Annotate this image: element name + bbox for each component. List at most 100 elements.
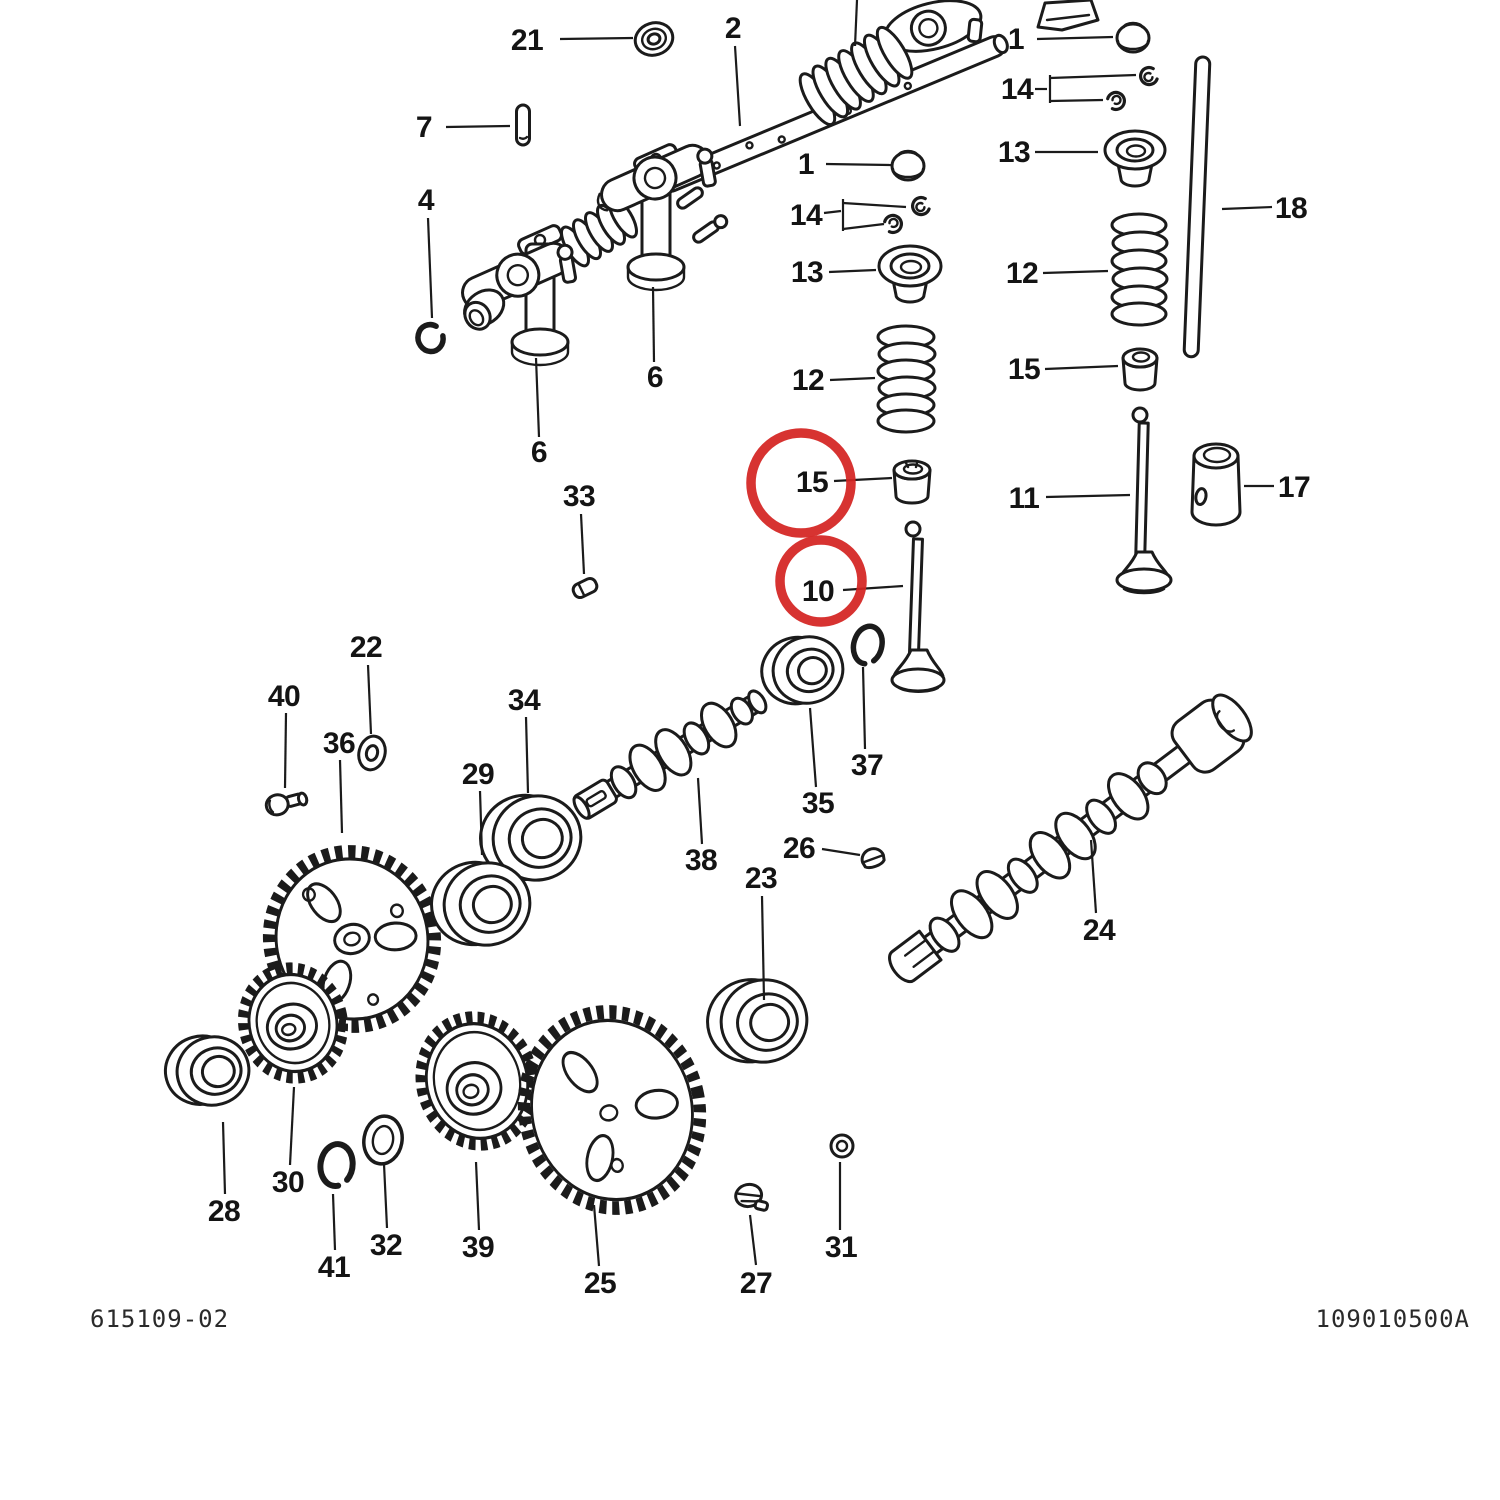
- part-label-38: 38: [685, 844, 717, 877]
- part-31-nut: [829, 1133, 855, 1159]
- part-10-valve: [890, 520, 946, 693]
- part-label-30: 30: [272, 1166, 304, 1199]
- part-label-18: 18: [1275, 192, 1307, 225]
- part-label-24: 24: [1083, 914, 1116, 947]
- callout-leader-6: [651, 286, 656, 363]
- part-label-4: 4: [418, 184, 435, 217]
- part-label-41: 41: [318, 1251, 350, 1284]
- callout-leader-34: [524, 716, 530, 794]
- callout-leader-11: [1045, 493, 1131, 499]
- part-label-13: 13: [791, 256, 823, 289]
- callout-leader-41: [331, 1193, 337, 1251]
- part-label-7: 7: [416, 111, 432, 144]
- highlight-circle-part-15: [746, 428, 856, 538]
- part-21-washer: [633, 21, 675, 57]
- callout-leader-35: [808, 707, 818, 788]
- part-label-31: 31: [825, 1231, 857, 1264]
- callout-leader-33: [579, 513, 586, 575]
- part-label-29: 29: [462, 758, 494, 791]
- part-label-6: 6: [531, 436, 547, 469]
- part-label-13: 13: [998, 136, 1030, 169]
- part-7-pin: [515, 103, 531, 147]
- part-adjuster-bolt-b: [692, 214, 729, 244]
- callout-leader-26: [821, 847, 861, 857]
- part-33-key: [571, 576, 599, 600]
- part-rocker-arm-top: [883, 0, 984, 53]
- part-14-keepers-mid: [883, 195, 931, 234]
- part-11-valve: [1115, 406, 1173, 595]
- part-label-10: 10: [802, 575, 834, 608]
- stray-leader-line: [853, 0, 859, 47]
- part-28-bearing: [163, 1034, 251, 1107]
- part-label-1: 1: [798, 148, 814, 181]
- callout-leader-21: [559, 36, 634, 41]
- callout-leader-14: [842, 222, 885, 231]
- part-34-bearing: [479, 793, 583, 882]
- part-label-27: 27: [740, 1267, 772, 1300]
- part-label-36: 36: [323, 727, 355, 760]
- footer-left-code: 615109-02: [90, 1305, 229, 1333]
- callout-leader-23: [760, 895, 766, 1001]
- callout-leader-38: [696, 777, 704, 845]
- part-40-bolt: [264, 791, 309, 817]
- part-15-cup-right: [1121, 347, 1159, 392]
- part-label-14: 14: [790, 199, 823, 232]
- part-label-12: 12: [792, 364, 824, 397]
- part-14-keepers-right: [1106, 65, 1159, 111]
- part-15-cup-mid: [892, 459, 932, 505]
- callout-leader-14: [842, 201, 907, 209]
- part-17-guide: [1190, 442, 1242, 527]
- callout-leader-15: [1044, 364, 1119, 371]
- part-37-snap-ring: [850, 623, 885, 667]
- part-label-37: 37: [851, 749, 883, 782]
- callout-leader-14: [823, 209, 842, 215]
- part-30-gear: [237, 962, 349, 1084]
- callout-leader-32: [382, 1163, 389, 1229]
- part-retainer-top: [1036, 0, 1100, 32]
- part-32-washer: [362, 1114, 404, 1166]
- part-label-21: 21: [511, 24, 543, 57]
- part-label-23: 23: [745, 862, 777, 895]
- part-label-33: 33: [563, 480, 595, 513]
- highlight-layer: [746, 428, 867, 627]
- part-label-35: 35: [802, 787, 834, 820]
- part-label-28: 28: [208, 1195, 240, 1228]
- callout-leader-22: [366, 664, 373, 735]
- part-label-11: 11: [1009, 482, 1040, 515]
- part-1-cap-mid: [890, 149, 926, 182]
- part-label-17: 17: [1278, 471, 1310, 504]
- part-label-25: 25: [584, 1267, 616, 1300]
- part-label-39: 39: [462, 1231, 494, 1264]
- part-13-seat-mid: [877, 244, 943, 304]
- callout-leader-12: [1042, 269, 1109, 275]
- part-23-bearing: [706, 978, 809, 1064]
- part-label-40: 40: [268, 680, 300, 713]
- part-label-32: 32: [370, 1229, 402, 1262]
- callout-leader-24: [1089, 839, 1098, 914]
- part-26-key: [860, 847, 886, 870]
- part-adjuster-bolt-a: [676, 186, 704, 210]
- callout-leader-6: [534, 357, 541, 438]
- callout-leader-2: [733, 45, 742, 127]
- callout-leader-40: [283, 712, 288, 789]
- part-shaft-spring: [798, 25, 914, 127]
- callout-leader-14: [1049, 98, 1104, 103]
- part-label-26: 26: [783, 832, 815, 865]
- part-label-6: 6: [647, 361, 663, 394]
- callout-leader-12: [829, 376, 876, 382]
- callout-leader-4: [426, 217, 434, 319]
- part-35-bearing: [760, 635, 845, 706]
- callout-leader-27: [748, 1214, 758, 1266]
- callout-leader-39: [474, 1161, 481, 1231]
- callout-leader-30: [288, 1086, 296, 1166]
- part-label-12: 12: [1006, 257, 1038, 290]
- callout-leader-28: [221, 1121, 227, 1195]
- part-22-washer: [357, 734, 387, 772]
- callout-leader-7: [445, 124, 511, 129]
- callout-leader-1: [1036, 35, 1114, 41]
- callout-leader-14: [1049, 73, 1137, 80]
- part-13-seat-right: [1103, 129, 1167, 188]
